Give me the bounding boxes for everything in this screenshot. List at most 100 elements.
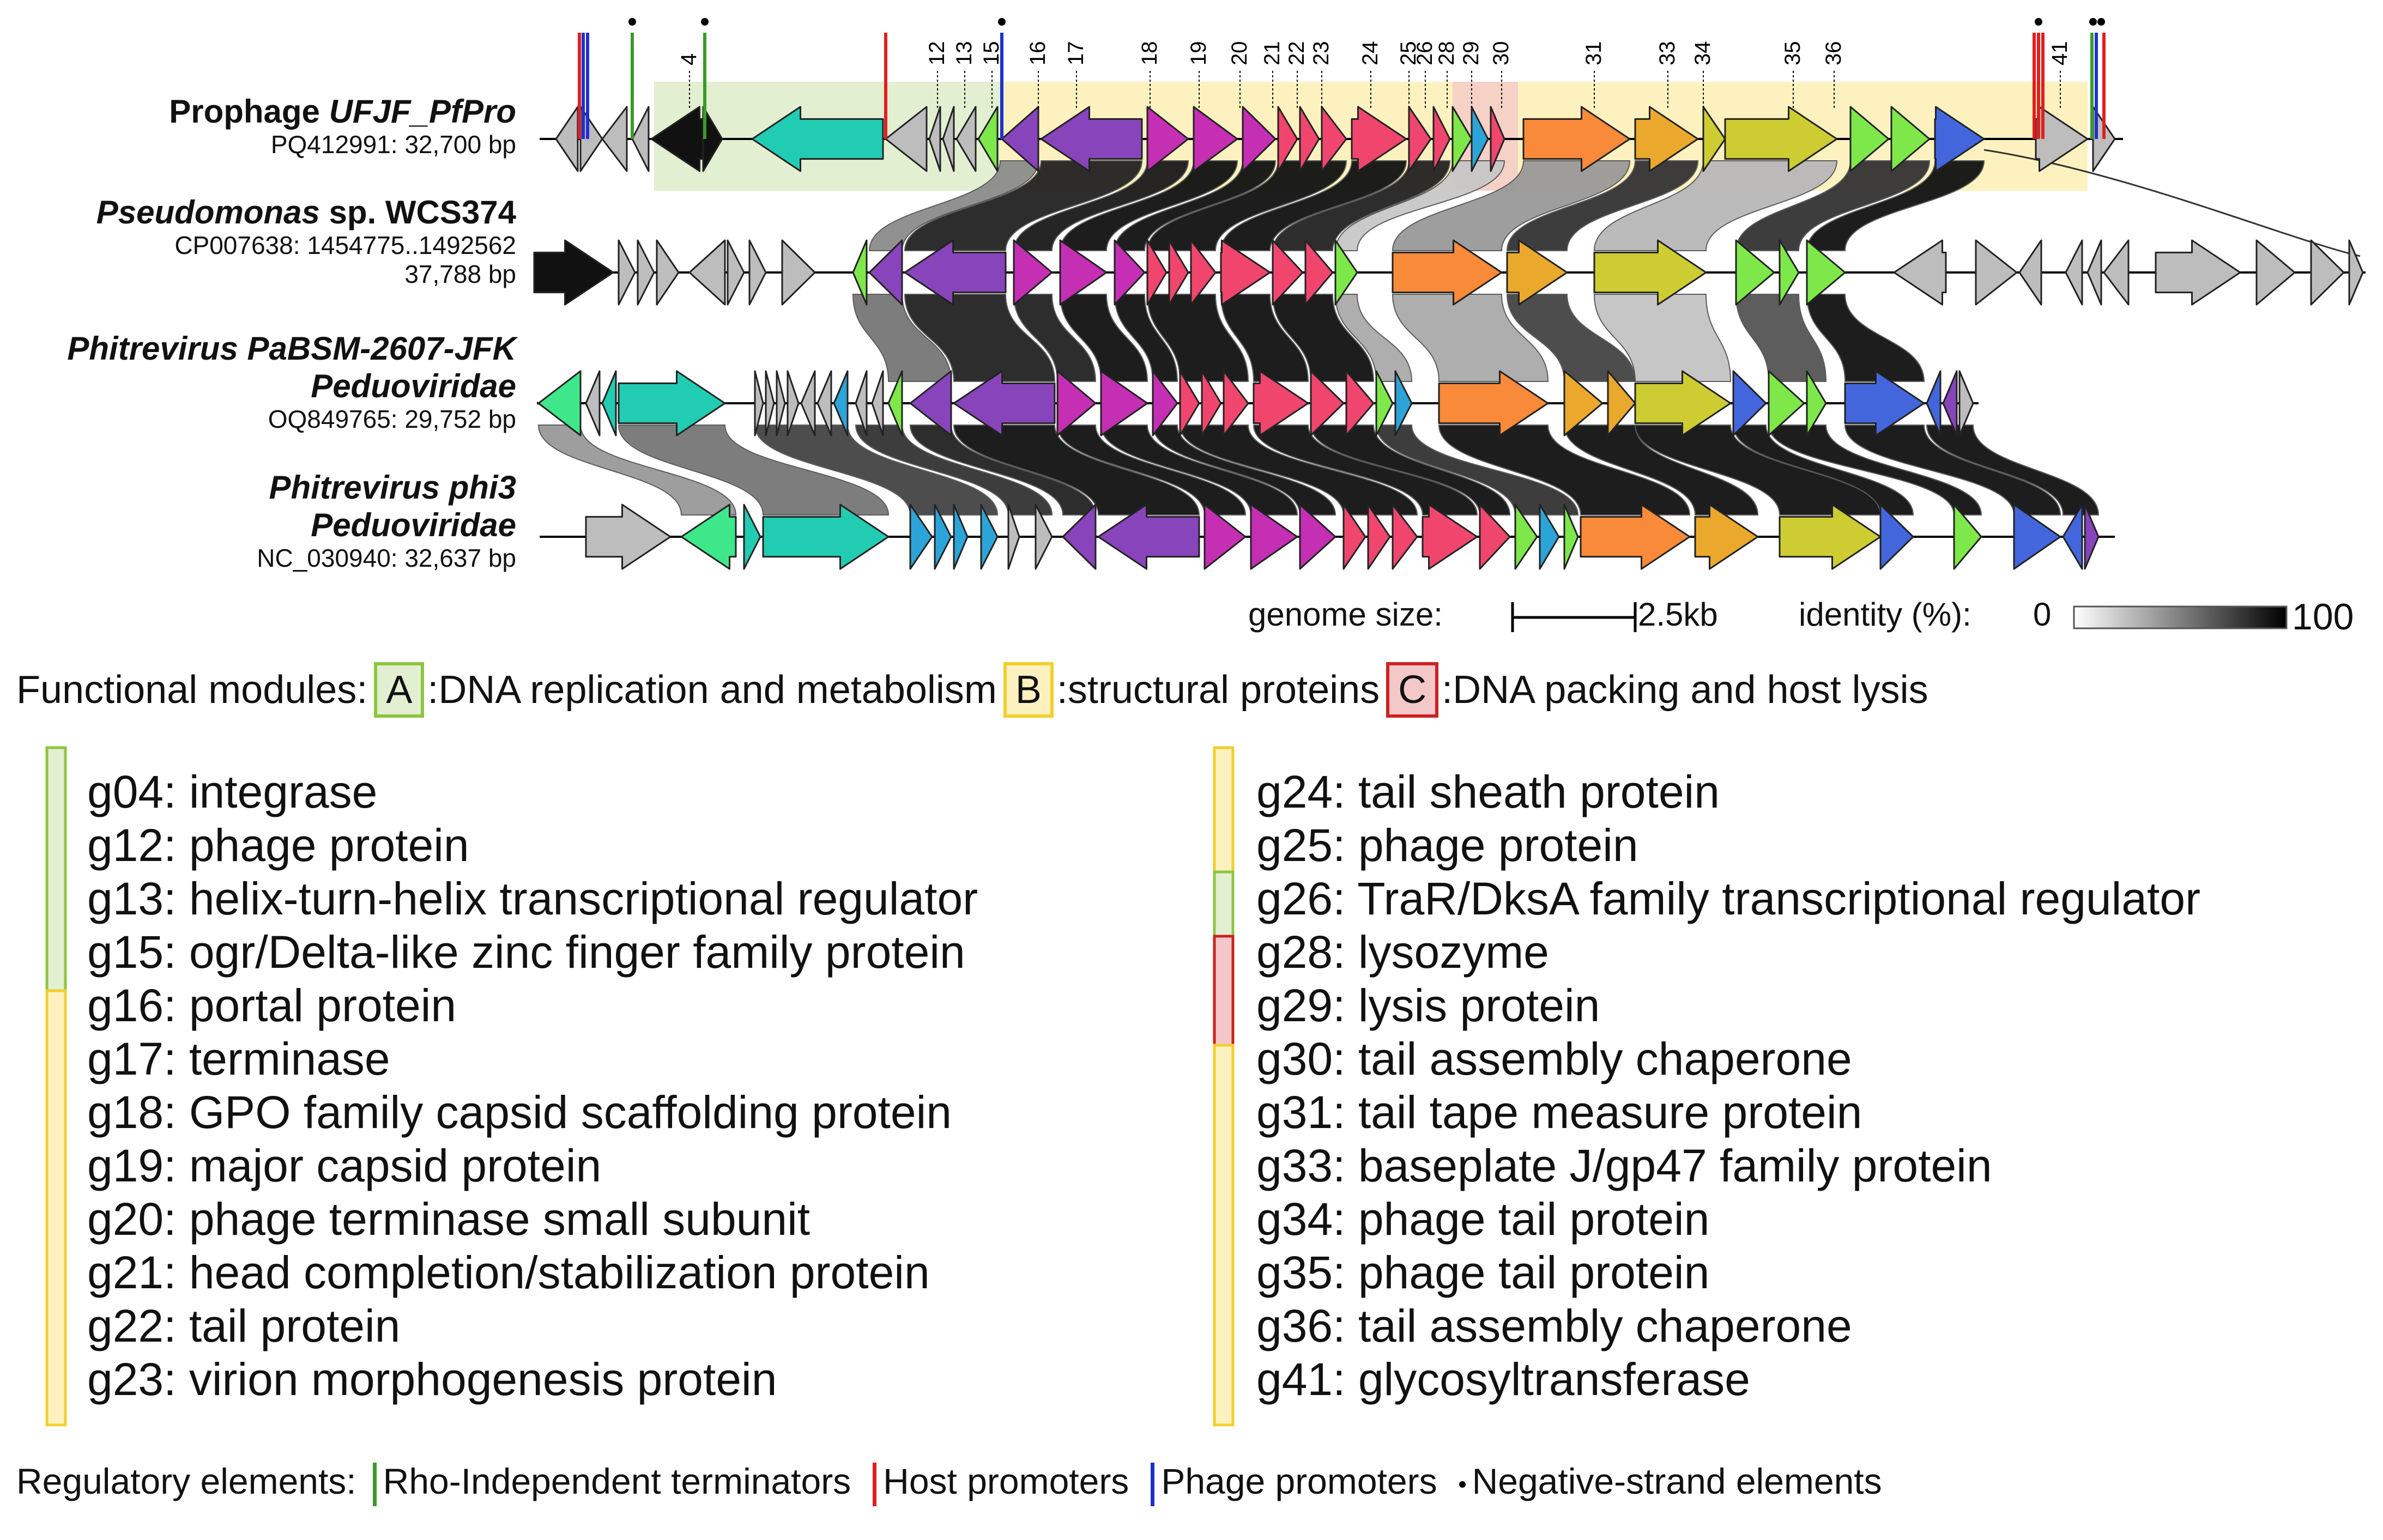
gene-arrow-4-15 <box>1342 504 1366 570</box>
synteny-link-1-12 <box>1735 160 1931 251</box>
gene-arrow-2-13 <box>1114 239 1146 306</box>
gene-arrow-4-3 <box>762 504 890 570</box>
synteny-link-1-1 <box>904 160 1143 251</box>
gene-arrow-3-12 <box>871 370 884 436</box>
gene-arrow-4-26 <box>1879 504 1914 570</box>
gene-arrow-3-18 <box>1152 370 1178 436</box>
gene-number-36: 36 <box>1822 41 1846 66</box>
gene-arrow-2-23 <box>1593 239 1707 306</box>
gene-arrow-4-17 <box>1392 504 1418 570</box>
gene-arrow-4-25 <box>1779 504 1882 570</box>
gene-arrow-1-28 <box>1702 106 1726 172</box>
gene-arrow-3-28 <box>1563 370 1604 436</box>
module-b-desc: :structural proteins <box>1056 668 1380 712</box>
gene-arrow-4-30 <box>2084 504 2100 570</box>
gene-arrow-3-24 <box>1345 370 1375 436</box>
gene-arrow-4-7 <box>980 504 999 570</box>
right-list-module-c-bar <box>1213 935 1235 1047</box>
synteny-link-2-9 <box>1392 294 1549 382</box>
gene-arrow-1-18 <box>1299 106 1320 172</box>
synteny-link-1-7 <box>1272 160 1451 251</box>
terminator-tick-icon <box>372 1462 377 1506</box>
synteny-link-2-8 <box>1334 294 1413 382</box>
synteny-link-3-16 <box>1732 425 1914 516</box>
synteny-link-2-12 <box>1735 294 1827 382</box>
gene-list-right-item-11: g41: glycosyltransferase <box>1256 1354 1750 1405</box>
gene-arrow-1-6 <box>751 106 884 172</box>
gene-list-right-item-1: g25: phage protein <box>1256 820 1638 871</box>
gene-number-26: 26 <box>1413 41 1437 66</box>
synteny-link-2-3 <box>1059 294 1148 382</box>
gene-list-left-item-1: g12: phage protein <box>87 820 469 871</box>
left-list-module-b-bar <box>45 989 67 1427</box>
gene-number-17: 17 <box>1064 41 1088 66</box>
gene-arrow-2-5 <box>727 239 745 306</box>
gene-arrow-4-1 <box>680 504 737 570</box>
negative-strand-dot-5 <box>2097 18 2105 26</box>
gene-arrow-3-17 <box>1100 370 1148 436</box>
gene-arrow-3-29 <box>1607 370 1636 436</box>
gene-arrow-4-24 <box>1694 504 1759 570</box>
regulatory-elements-legend: Regulatory elements:Rho-Independent term… <box>16 1460 1882 1506</box>
synteny-link-1-3 <box>1059 160 1238 251</box>
gene-arrow-3-6 <box>776 370 786 436</box>
synteny-link-1-10 <box>1506 160 1699 251</box>
gene-arrow-2-1 <box>618 239 636 306</box>
gene-arrow-3-30 <box>1634 370 1732 436</box>
gene-arrow-3-25 <box>1375 370 1394 436</box>
gene-number-13: 13 <box>952 41 976 66</box>
gene-number-4: 4 <box>677 53 701 65</box>
gene-arrow-4-19 <box>1479 504 1511 570</box>
identity-max: 100 <box>2292 596 2354 638</box>
negative-strand-dot-icon <box>1459 1481 1466 1488</box>
gene-arrow-1-30 <box>1849 106 1890 172</box>
synteny-link-3-5 <box>953 425 1200 516</box>
gene-arrow-3-8 <box>800 370 816 436</box>
gene-arrow-2-11 <box>1013 239 1053 306</box>
gene-number-29: 29 <box>1459 41 1483 66</box>
identity-min: 0 <box>2033 596 2052 633</box>
gene-arrow-1-9 <box>942 106 955 172</box>
right-list-module-b-bar-2 <box>1213 1044 1235 1427</box>
gene-arrow-3-16 <box>1056 370 1097 436</box>
gene-arrow-3-27 <box>1438 370 1549 436</box>
gene-arrow-2-31 <box>2086 239 2102 306</box>
gene-arrow-4-16 <box>1367 504 1391 570</box>
gene-arrow-2-33 <box>2155 239 2241 306</box>
synteny-link-2-1 <box>904 294 1056 382</box>
gene-arrow-1-11 <box>977 106 999 172</box>
gene-arrow-2-4 <box>688 239 726 306</box>
gene-arrow-3-1 <box>585 370 601 436</box>
synteny-link-3-9 <box>1179 425 1418 516</box>
regulatory-item-host-promoters: Host promoters <box>883 1461 1129 1501</box>
right-list-module-a-bar <box>1213 870 1235 938</box>
gene-arrow-4-13 <box>1250 504 1298 570</box>
gene-arrow-3-35 <box>1926 370 1942 436</box>
module-c-desc: :DNA packing and host lysis <box>1442 668 1928 712</box>
gene-number-16: 16 <box>1026 41 1050 66</box>
gene-arrow-3-23 <box>1310 370 1345 436</box>
gene-list-left-item-7: g19: major capsid protein <box>87 1140 602 1191</box>
gene-arrow-4-12 <box>1203 504 1247 570</box>
gene-arrow-2-32 <box>2103 239 2130 306</box>
regulatory-item-negative-strand: Negative-strand elements <box>1472 1461 1882 1501</box>
regulatory-item-terminators: Rho-Independent terminators <box>383 1461 851 1501</box>
synteny-link-1-6 <box>1220 160 1407 251</box>
gene-arrow-3-4 <box>754 370 764 436</box>
synteny-link-1-5 <box>1146 160 1347 251</box>
gene-arrow-3-15 <box>953 370 1056 436</box>
gene-arrow-2-3 <box>656 239 680 306</box>
gene-list-right-item-9: g35: phage tail protein <box>1256 1247 1710 1298</box>
gene-arrow-2-6 <box>748 239 767 306</box>
synteny-link-3-8 <box>1152 425 1336 516</box>
gene-arrow-2-30 <box>2065 239 2083 306</box>
gene-arrow-2-35 <box>2310 239 2345 306</box>
gene-arrow-1-12 <box>1001 106 1039 172</box>
gene-number-19: 19 <box>1187 41 1211 66</box>
gene-arrow-4-4 <box>909 504 933 570</box>
phage-promoter-tick-icon <box>1151 1462 1155 1506</box>
gene-arrow-4-8 <box>1007 504 1020 570</box>
gene-list-left-item-3: g15: ogr/Delta-like zinc finger family p… <box>87 926 965 978</box>
synteny-link-1-9 <box>1392 160 1631 251</box>
identity-label: identity (%): <box>1799 596 1971 633</box>
